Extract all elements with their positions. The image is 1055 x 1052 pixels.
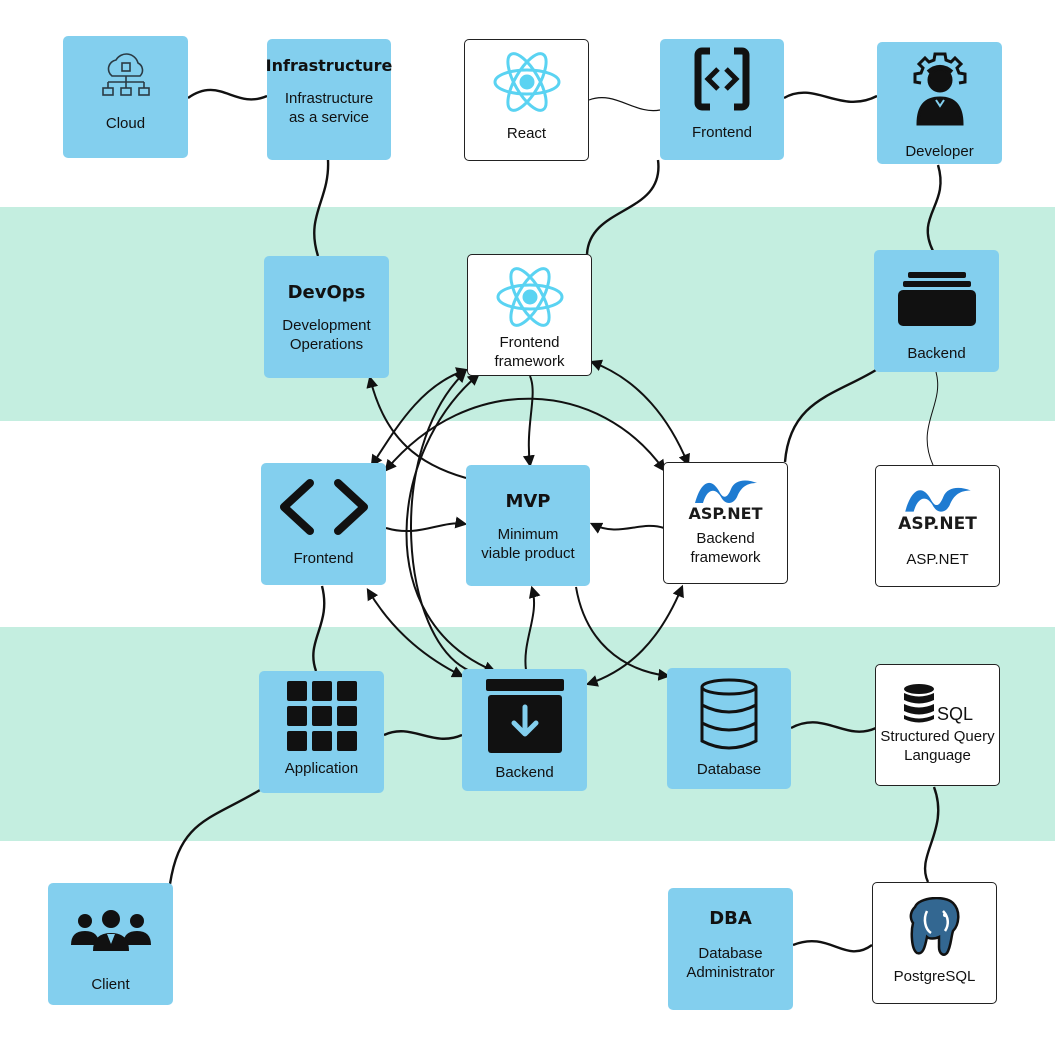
- link-react-frontend: [588, 97, 661, 112]
- node-label: Backend: [907, 345, 966, 362]
- node-label: Application: [284, 760, 359, 777]
- sql-icon-text: SQL: [936, 704, 974, 724]
- aspnet-logo-text: ASP.NET: [898, 514, 977, 534]
- aspnet-logo-text: ASP.NET: [688, 504, 763, 523]
- user-group-icon: [70, 910, 151, 951]
- cloud-network-icon: [101, 53, 150, 96]
- node-label-line1: Backend: [696, 530, 755, 547]
- node-label-line2: viable product: [481, 545, 575, 562]
- arrow-backend-mvp: [524, 585, 541, 671]
- node-label-line2: framework: [494, 353, 565, 370]
- developer-gear-icon: [913, 52, 966, 126]
- app-grid-icon: [286, 681, 357, 751]
- link-application-client: [168, 788, 261, 885]
- node-infrastructure[interactable]: Infrastructure Infrastructure as a servi…: [265, 39, 393, 160]
- node-aspnet[interactable]: ASP.NET ASP.NET: [875, 465, 1000, 587]
- node-label: Client: [91, 976, 130, 993]
- arrow-frontend-backend: [366, 587, 465, 678]
- sql-database-icon: SQL: [902, 683, 973, 723]
- node-sql[interactable]: SQL Structured Query Language: [875, 664, 1000, 786]
- arrow-ff-frontend: [370, 367, 469, 468]
- node-label-line1: Database: [698, 945, 763, 962]
- node-label-line2: Operations: [289, 336, 364, 353]
- link-database-sql: [790, 721, 877, 733]
- code-brackets-icon: [694, 47, 750, 111]
- link-developer-backend: [926, 164, 942, 252]
- link-frontend-developer: [783, 91, 878, 103]
- arrow-frontend-backendfw: [384, 397, 666, 472]
- node-label-line1: Frontend: [499, 334, 560, 351]
- arrow-backendfw-backend: [585, 584, 684, 687]
- link-application-backend: [383, 730, 463, 740]
- node-label: PostgreSQL: [893, 968, 976, 985]
- node-devops[interactable]: DevOps Development Operations: [264, 256, 389, 378]
- node-client[interactable]: Client: [48, 883, 173, 1005]
- node-title: DBA: [709, 908, 752, 929]
- link-backend-aspnet: [926, 371, 939, 466]
- node-developer[interactable]: Developer: [877, 42, 1002, 164]
- node-title: Infrastructure: [265, 56, 393, 75]
- node-backend-framework[interactable]: ASP.NET Backend framework: [663, 462, 788, 584]
- node-label: Database: [696, 761, 762, 778]
- node-label-line1: Development: [282, 317, 371, 334]
- arrow-mvp-database: [575, 586, 671, 681]
- node-label: Frontend: [293, 550, 354, 567]
- node-dba[interactable]: DBA Database Administrator: [668, 888, 793, 1010]
- node-cloud[interactable]: Cloud: [63, 36, 188, 158]
- node-label-line2: Administrator: [686, 964, 775, 981]
- link-frontend-application: [312, 585, 326, 672]
- node-title: MVP: [505, 491, 551, 512]
- postgresql-elephant-icon: [909, 897, 959, 956]
- node-postgresql[interactable]: PostgreSQL: [872, 882, 997, 1004]
- node-frontend-mid[interactable]: Frontend: [261, 463, 386, 585]
- node-label-line1: Infrastructure: [284, 90, 374, 107]
- archive-download-icon: [485, 679, 564, 753]
- node-backend-mid[interactable]: Backend: [462, 669, 587, 791]
- node-application[interactable]: Application: [259, 671, 384, 793]
- node-label: Frontend: [691, 124, 753, 141]
- node-label: Developer: [905, 143, 974, 160]
- server-stack-icon: [897, 272, 976, 326]
- link-sql-postgresql: [923, 786, 940, 883]
- node-frontend-top[interactable]: Frontend: [660, 39, 784, 160]
- node-database[interactable]: Database: [667, 668, 791, 789]
- node-label-line2: Language: [904, 747, 971, 764]
- react-atom-icon: [493, 52, 560, 112]
- aspnet-logo-icon: [904, 487, 971, 512]
- arrow-ff-backendfw: [589, 359, 690, 467]
- node-label: ASP.NET: [906, 551, 969, 568]
- node-frontend-framework[interactable]: Frontend framework: [467, 254, 592, 376]
- node-backend-top[interactable]: Backend: [874, 250, 999, 372]
- node-label: Cloud: [105, 115, 146, 132]
- link-backend-backendfw: [783, 368, 877, 463]
- arrow-backendfw-mvp: [589, 522, 665, 534]
- angle-brackets-icon: [279, 479, 368, 535]
- node-react[interactable]: React: [464, 39, 589, 161]
- link-dba-postgresql: [792, 939, 873, 953]
- node-label: React: [506, 125, 547, 142]
- arrow-ff-mvp: [522, 375, 535, 468]
- react-atom-icon: [496, 267, 563, 327]
- aspnet-logo-icon: [694, 480, 757, 503]
- link-frontend-framework: [585, 159, 660, 255]
- node-label-line1: Minimum: [497, 526, 559, 543]
- link-infrastructure-devops: [313, 159, 330, 257]
- database-icon: [700, 678, 758, 750]
- node-label-line2: framework: [690, 549, 761, 566]
- arrow-frontend-mvp: [385, 516, 468, 533]
- node-mvp[interactable]: MVP Minimum viable product: [466, 465, 590, 586]
- node-title: DevOps: [287, 282, 366, 303]
- link-cloud-infrastructure: [187, 88, 268, 101]
- node-label-line1: Structured Query: [880, 728, 995, 745]
- node-label-line2: as a service: [288, 109, 370, 126]
- node-label: Backend: [495, 764, 554, 781]
